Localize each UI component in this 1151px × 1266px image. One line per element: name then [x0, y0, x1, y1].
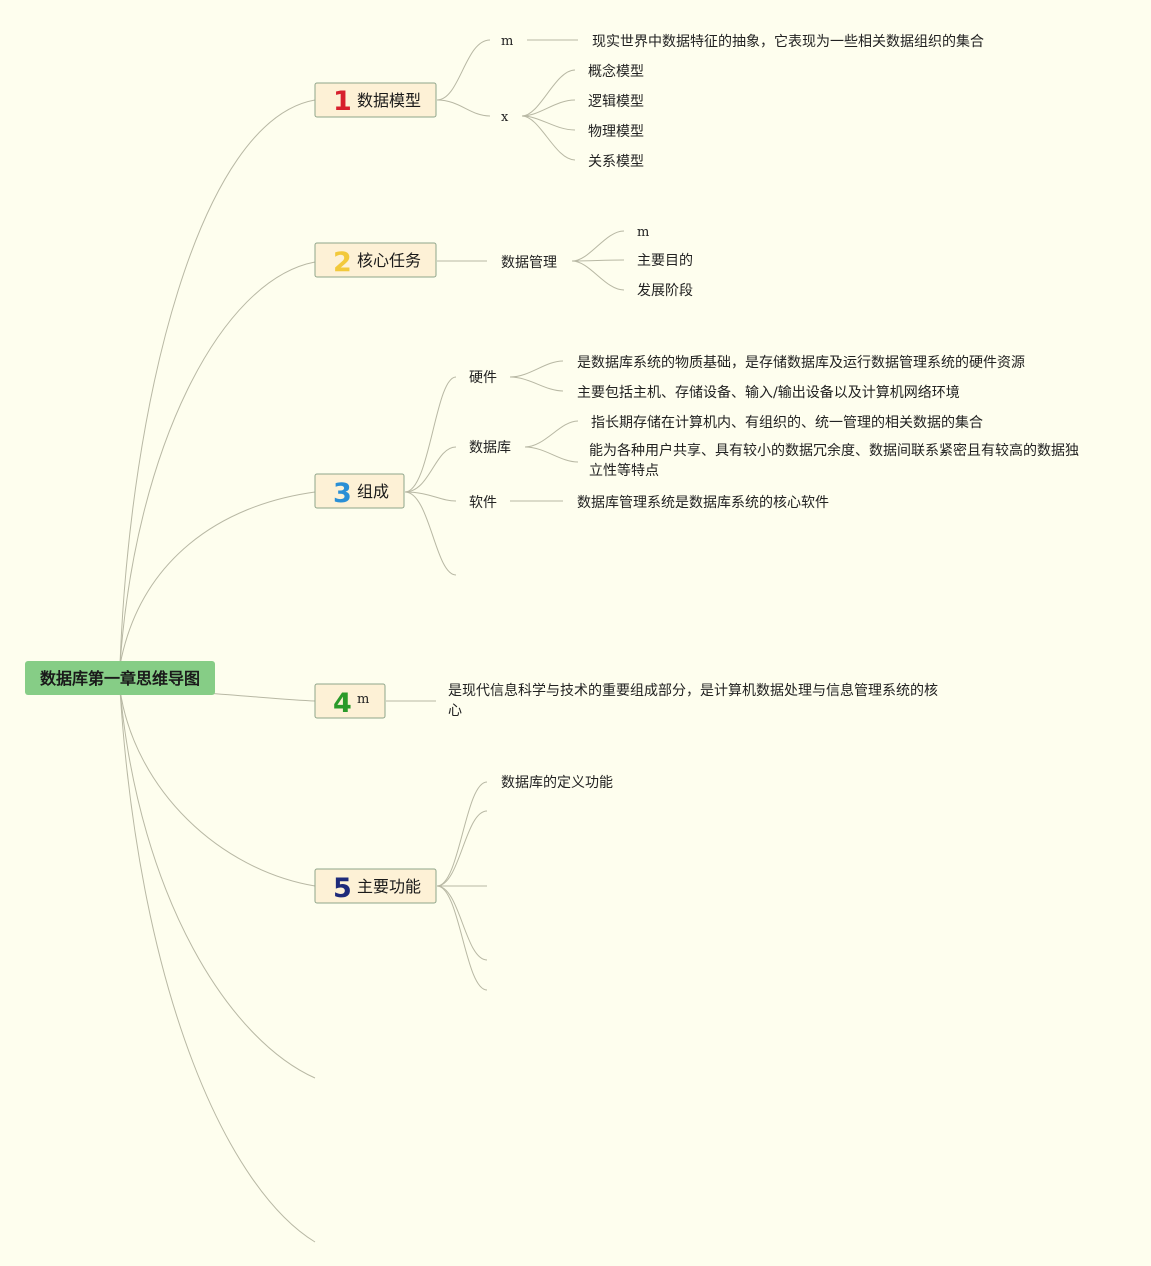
- topic-label-2: 核心任务: [357, 251, 421, 270]
- connector-lines: [119, 39, 625, 1243]
- subtopic-1-1[interactable]: m: [501, 34, 513, 49]
- topic-number-5: 5: [333, 873, 352, 904]
- leaf-1-2-3[interactable]: 物理模型: [588, 124, 644, 140]
- topic-label-4: m: [357, 692, 369, 707]
- leaf-3-1-1[interactable]: 是数据库系统的物质基础，是存储数据库及运行数据管理系统的硬件资源: [577, 354, 1025, 371]
- root-node[interactable]: 数据库第一章思维导图: [25, 661, 215, 695]
- leaf-3-2-1[interactable]: 指长期存储在计算机内、有组织的、统一管理的相关数据的集合: [591, 414, 983, 431]
- leaf-2-1-3[interactable]: 发展阶段: [637, 283, 693, 299]
- topic-number-2: 2: [333, 247, 352, 278]
- leaf-2-1-1[interactable]: m: [637, 225, 649, 240]
- topic-number-3: 3: [333, 478, 352, 509]
- leaf-1-2-1[interactable]: 概念模型: [588, 63, 644, 80]
- topic-number-1: 1: [333, 86, 352, 117]
- subtopic-5-1[interactable]: 数据库的定义功能: [501, 775, 613, 791]
- subtopic-1-2[interactable]: x: [501, 110, 509, 125]
- subtopic-3-3[interactable]: 软件: [469, 495, 497, 511]
- leaf-2-1-2[interactable]: 主要目的: [637, 253, 693, 269]
- topic-label-5: 主要功能: [357, 877, 421, 896]
- subtopic-3-1[interactable]: 硬件: [469, 370, 497, 386]
- leaf-4-1[interactable]: 是现代信息科学与技术的重要组成部分，是计算机数据处理与信息管理系统的核心: [448, 683, 938, 719]
- topic-node-3[interactable]: 3 组成: [314, 473, 405, 509]
- subtopic-3-2[interactable]: 数据库: [469, 440, 511, 456]
- leaf-1-1-1[interactable]: 现实世界中数据特征的抽象，它表现为一些相关数据组织的集合: [592, 33, 984, 50]
- topic-label-3: 组成: [357, 482, 389, 501]
- leaf-1-2-4[interactable]: 关系模型: [588, 154, 644, 170]
- topic-node-4[interactable]: 4 m: [314, 683, 386, 719]
- topic-number-4: 4: [333, 688, 352, 719]
- leaf-3-2-2[interactable]: 能为各种用户共享、具有较小的数据冗余度、数据间联系紧密且有较高的数据独立性等特点: [589, 443, 1079, 479]
- topic-node-5[interactable]: 5 主要功能: [314, 868, 437, 904]
- leaf-3-1-2[interactable]: 主要包括主机、存储设备、输入/输出设备以及计算机网络环境: [577, 384, 960, 401]
- topic-label-1: 数据模型: [357, 91, 421, 110]
- subtopic-2-1[interactable]: 数据管理: [501, 255, 557, 271]
- topic-node-2[interactable]: 2 核心任务: [314, 242, 437, 278]
- leaf-3-3-1[interactable]: 数据库管理系统是数据库系统的核心软件: [577, 495, 829, 511]
- topic-node-1[interactable]: 1 数据模型: [314, 82, 437, 118]
- root-label: 数据库第一章思维导图: [40, 669, 200, 688]
- leaf-1-2-2[interactable]: 逻辑模型: [588, 94, 644, 110]
